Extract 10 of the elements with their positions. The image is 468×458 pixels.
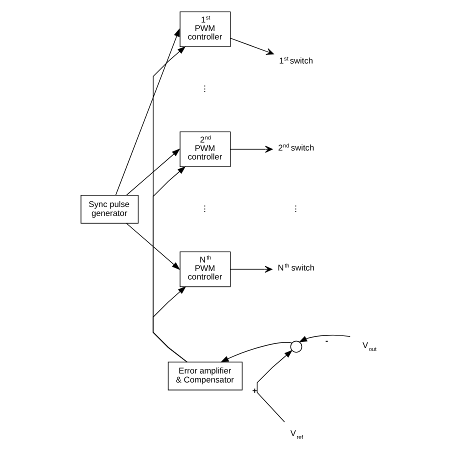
edge-label: + [252,385,257,396]
edge-label: - [324,335,328,346]
node-text: V$_{out}$ [362,340,376,353]
node-text: N$^{th}$ switch [277,262,314,272]
node-text: 2$^{nd}$ switch [278,142,314,152]
node-text: 1$^{st}$ switch [278,54,313,65]
node-text: V$_{ref}$ [290,428,303,441]
label: ⋮ [200,82,208,93]
label: ⋮ [291,202,300,213]
label: ⋮ [200,202,208,213]
